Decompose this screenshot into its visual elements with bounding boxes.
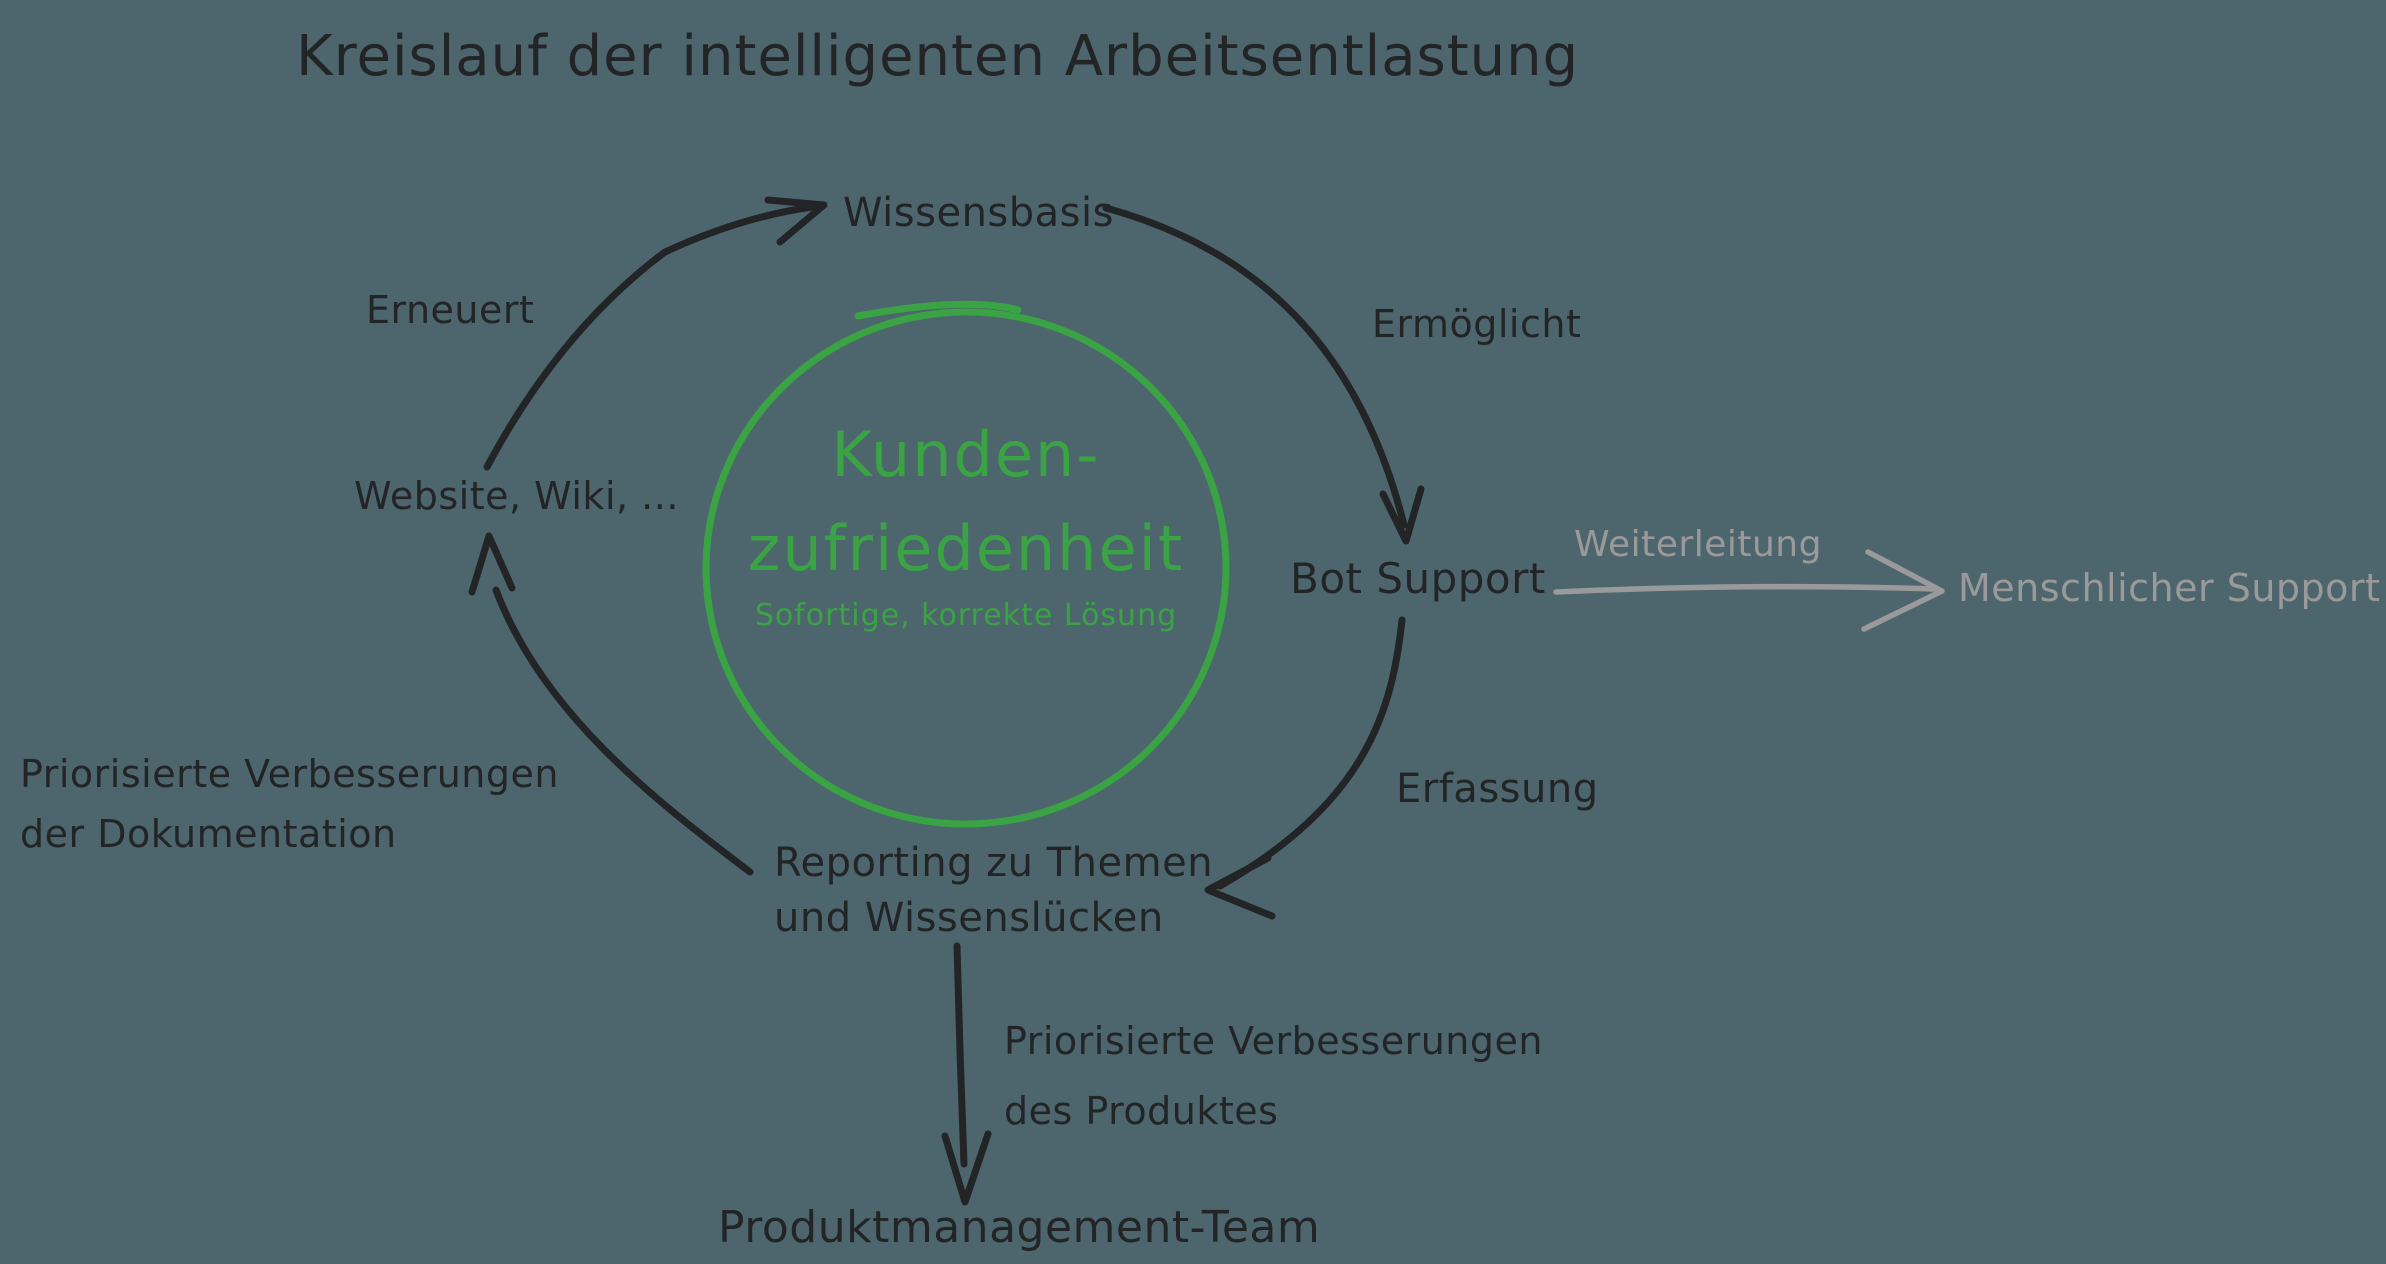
edge-label-produkt-line1: Priorisierte Verbesserungen — [1004, 1019, 1543, 1063]
node-website-wiki: Website, Wiki, ... — [354, 474, 679, 518]
edge-label-erfassung: Erfassung — [1396, 766, 1599, 812]
edge-label-dokumentation-line2: der Dokumentation — [20, 812, 397, 856]
node-reporting-line1: Reporting zu Themen — [774, 840, 1214, 886]
edge-label-weiterleitung: Weiterleitung — [1574, 524, 1822, 565]
node-reporting-line2: und Wissenslücken — [774, 895, 1164, 941]
edge-label-ermoeglicht: Ermöglicht — [1372, 302, 1582, 346]
edge-label-produkt: Priorisierte Verbesserungen des Produkte… — [1004, 1006, 1543, 1146]
edge-label-dokumentation: Priorisierte Verbesserungen der Dokument… — [20, 744, 559, 864]
arrow-ermoeglicht — [1102, 204, 1425, 545]
node-produktmanagement-team: Produktmanagement-Team — [718, 1202, 1321, 1253]
center-circle-title-line1: Kunden- — [831, 418, 1101, 491]
arrow-weiterleitung — [1553, 549, 1945, 632]
arrow-dokumentation — [468, 532, 754, 876]
node-menschlicher-support: Menschlicher Support — [1958, 566, 2381, 610]
arrow-produkt — [941, 942, 992, 1206]
diagram-title: Kreislauf der intelligenten Arbeitsentla… — [296, 24, 1580, 89]
arrow-erneuert — [483, 196, 828, 471]
edge-label-produkt-line2: des Produktes — [1004, 1089, 1279, 1133]
node-bot-support: Bot Support — [1290, 554, 1546, 603]
edge-label-erneuert: Erneuert — [366, 288, 535, 332]
center-circle-subtitle: Sofortige, korrekte Lösung — [754, 598, 1178, 633]
node-wissensbasis: Wissensbasis — [843, 190, 1114, 236]
arrow-erfassung — [1204, 616, 1406, 920]
center-circle-title-line2: zufriedenheit — [747, 512, 1185, 585]
edge-label-dokumentation-line1: Priorisierte Verbesserungen — [20, 752, 559, 796]
customer-satisfaction-circle — [702, 300, 1230, 828]
node-reporting: Reporting zu Themen und Wissenslücken — [774, 836, 1213, 946]
